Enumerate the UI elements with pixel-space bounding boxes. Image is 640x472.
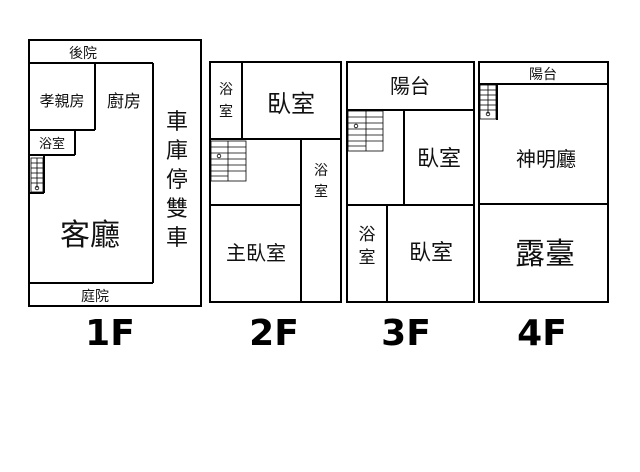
floor-2-label: 2F xyxy=(249,313,299,354)
backyard-label: 後院 xyxy=(69,46,97,62)
garage-label-2: 庫 xyxy=(166,139,188,164)
garage-label-5: 車 xyxy=(166,226,188,251)
elder-room-label: 孝親房 xyxy=(39,92,84,110)
floor-4-label: 4F xyxy=(517,313,567,354)
floor-4-plan xyxy=(478,61,609,303)
stairs-icon xyxy=(347,110,384,152)
shrine-hall-label: 神明廳 xyxy=(516,147,576,171)
stair-arrow-icon xyxy=(353,123,359,129)
terrace-label: 露臺 xyxy=(515,237,575,272)
floor-3-outline xyxy=(346,61,475,303)
stair-arrow-icon xyxy=(34,185,40,191)
bedroom-upper-label: 臥室 xyxy=(417,147,461,172)
bath-label-2: 室 xyxy=(359,248,376,268)
stair-arrow-icon xyxy=(485,111,491,117)
kitchen-label: 廚房 xyxy=(107,91,141,112)
front-yard-label: 庭院 xyxy=(81,288,109,305)
bath-top-label-1: 浴 xyxy=(219,82,233,98)
floor-1-label: 1F xyxy=(85,313,135,354)
stair-arrow-icon xyxy=(216,153,222,159)
floor-2-plan xyxy=(209,61,342,303)
floor-1-stairs xyxy=(30,157,44,193)
bath-right-label-2: 室 xyxy=(314,183,328,200)
floor-4-outline xyxy=(478,61,609,303)
floor-1-plan xyxy=(28,39,202,307)
bath-top-label-2: 室 xyxy=(219,103,233,120)
floor-2-stairs xyxy=(210,140,247,182)
floor-3-stairs xyxy=(347,110,384,152)
stairs-icon xyxy=(210,140,247,182)
living-room-label: 客廳 xyxy=(60,218,120,253)
bathroom-label: 浴室 xyxy=(39,136,65,152)
floor-2-outline xyxy=(209,61,342,303)
floor-4-stairs xyxy=(479,84,497,120)
garage-label-4: 雙 xyxy=(166,197,188,222)
garage-label-3: 停 xyxy=(166,168,188,193)
floor-3-plan xyxy=(346,61,475,303)
bath-label-1: 浴 xyxy=(359,225,376,245)
balcony-label: 陽台 xyxy=(390,74,430,98)
floor-1-outline xyxy=(28,39,202,307)
floor-3-label: 3F xyxy=(381,313,431,354)
bedroom-label: 臥室 xyxy=(267,90,315,118)
balcony-label: 陽台 xyxy=(529,67,557,83)
master-bedroom-label: 主臥室 xyxy=(226,241,286,265)
bedroom-lower-label: 臥室 xyxy=(409,241,453,266)
bath-right-label-1: 浴 xyxy=(314,163,328,179)
garage-label-1: 車 xyxy=(166,110,188,135)
